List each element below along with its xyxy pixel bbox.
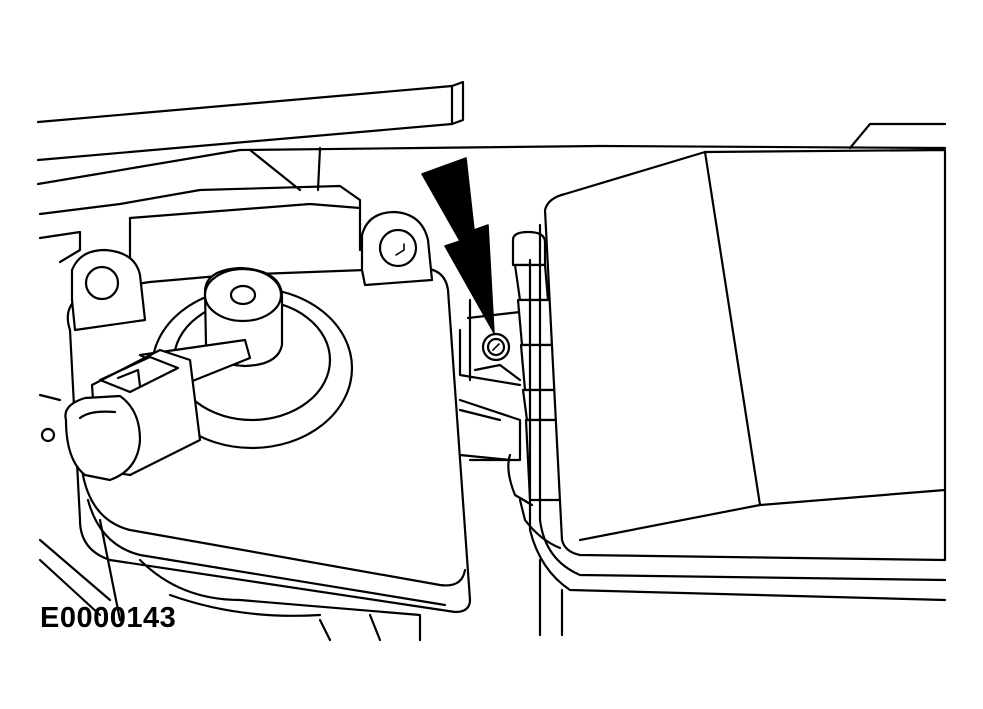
lower-frame [38,393,564,642]
retaining-bolt [481,332,511,362]
pointer-arrow [421,157,495,334]
figure-code: E0000143 [40,602,177,634]
adjacent-cover-box [518,148,947,602]
upper-crossmember [36,80,947,192]
center-mount-plate [458,298,522,462]
left-mounting-ear [70,248,147,332]
electrical-connector [40,338,252,482]
level-sensor-cap [150,266,354,450]
right-mounting-ear [360,210,434,287]
